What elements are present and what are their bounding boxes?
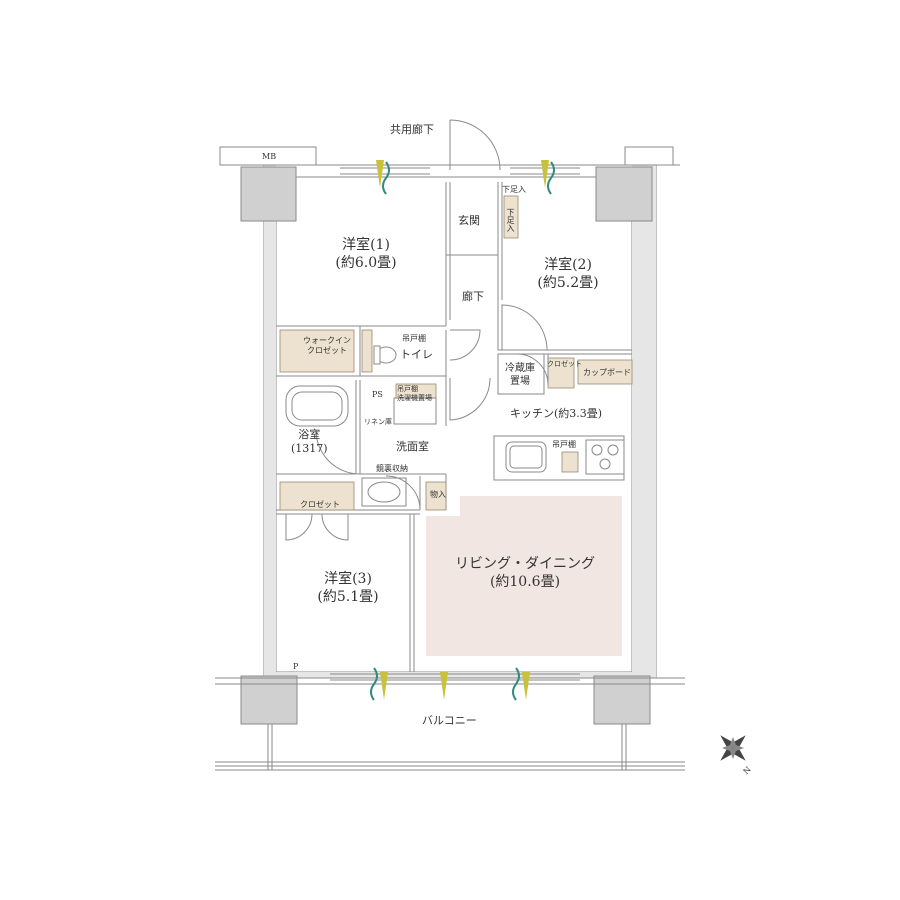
living-dining-floor [426,496,622,656]
cupboard-label: カップボード [583,368,631,377]
walk-in-closet-line-1: ウォークイン [303,336,351,345]
walk-in-closet-line-2: クロゼット [307,346,347,355]
western-room-2-name: 洋室(2) [544,257,592,273]
laundry-area-label: 吊戸棚 洗濯機置場 [397,385,432,403]
western-room-3-name: 洋室(3) [324,571,372,587]
balcony-structure [215,677,685,771]
shoe-storage-label-1: 下足入 [502,185,526,194]
living-dining-name: リビング・ダイニング [455,556,595,572]
fridge-space-line-2: 置場 [510,375,530,387]
compass-icon [720,735,746,761]
western-room-2-label: 洋室(2) (約5.2畳) [528,257,608,292]
toilet-label: トイレ [400,348,433,361]
western-room-1-area: (約6.0畳) [335,254,397,271]
mb-label: MB [262,152,277,161]
living-dining-label: リビング・ダイニング (約10.6畳) [452,556,598,591]
common-corridor-label: 共用廊下 [390,123,434,136]
closet-label: クロゼット [300,500,340,509]
p-label: P [293,662,299,671]
ps-label: PS [372,390,383,399]
corridor-label: 廊下 [462,290,484,303]
western-room-2-area: (約5.2畳) [537,274,599,291]
fixtures [285,345,625,507]
closet-small-label: クロゼット [547,360,582,368]
fridge-space-label: 冷蔵庫 置場 [505,363,535,388]
storage-label: 物入 [430,490,446,499]
storage-fills [279,195,633,511]
laundry-shelf-line-2: 洗濯機置場 [397,393,432,402]
western-room-1-label: 洋室(1) (約6.0畳) [326,237,406,272]
entrance-label: 玄関 [458,214,480,227]
bathroom-size: (1317) [291,441,328,455]
washroom-label: 洗面室 [396,440,429,453]
linen-label: リネン庫 [364,418,392,426]
bathroom-label: 浴室 (1317) [291,428,328,456]
bathroom-name: 浴室 [298,428,321,441]
shoe-storage-label-2: 下足入 [506,208,515,232]
western-room-3-area: (約5.1畳) [317,588,379,605]
balcony-label: バルコニー [422,714,477,727]
vanity-storage-label: 鏡裏収納 [376,464,408,473]
western-room-1-name: 洋室(1) [342,237,390,253]
doors [285,119,549,541]
toilet-hanging-shelf-label: 吊戸棚 [402,334,426,343]
exterior-walls [263,164,657,679]
top-service-band [219,146,680,166]
vent-markers [370,160,555,701]
laundry-shelf-line-1: 吊戸棚 [397,385,418,393]
kitchen-hanging-shelf-label: 吊戸棚 [552,440,576,449]
western-room-3-label: 洋室(3) (約5.1畳) [308,571,388,606]
kitchen-label: キッチン(約3.3畳) [510,407,603,420]
living-dining-area: (約10.6畳) [489,573,561,590]
fridge-space-line-1: 冷蔵庫 [505,363,535,374]
walk-in-closet-label: ウォークイン クロゼット [303,336,351,356]
